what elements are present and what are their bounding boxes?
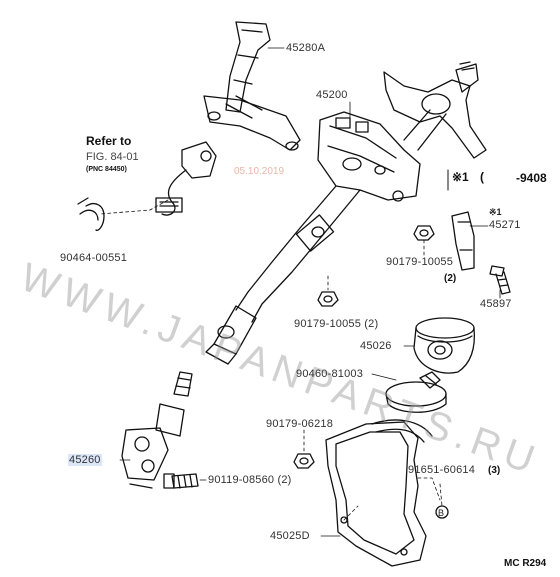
side-note-symbol: ※1: [452, 170, 469, 184]
circle-marker-b: B: [438, 508, 445, 518]
column-upper-bracket-45280a: [203, 21, 301, 151]
part-90460-81003[interactable]: 90460-81003: [296, 368, 364, 380]
cover-marker-symbol: ※1: [489, 207, 502, 217]
reference-pnc: (PNC 84450): [86, 166, 127, 173]
part-45260[interactable]: 45260: [68, 454, 102, 466]
part-91651-60614[interactable]: 91651-60614: [408, 464, 476, 476]
reference-title: Refer to: [86, 134, 132, 148]
turn-signal-switch-reference: [155, 141, 217, 216]
part-90179-06218[interactable]: 90179-06218: [266, 418, 334, 430]
part-90179-10055-mid[interactable]: 90179-10055 (2): [294, 318, 379, 330]
circle-marker-b-ring: [435, 505, 449, 519]
part-45280a[interactable]: 45280A: [286, 42, 326, 54]
date-stamp: 05.10.2019: [234, 166, 285, 177]
part-90119-08560[interactable]: 90119-08560 (2): [208, 474, 292, 486]
side-note-paren: (: [480, 170, 484, 184]
intermediate-shaft: [205, 305, 257, 365]
part-45025d[interactable]: 45025D: [270, 530, 310, 542]
bolt-45897: [489, 265, 511, 295]
nut-90179-06218: [293, 453, 315, 469]
clamp-90464-00551: [77, 197, 105, 232]
corner-code: MC R294: [504, 558, 547, 569]
nut-90179-10055: [317, 225, 435, 307]
steering-column-hole-cover-45025d: [325, 419, 433, 567]
steering-column-45200: [235, 111, 421, 323]
leader-lines: [119, 47, 501, 537]
part-45200[interactable]: 45200: [316, 89, 348, 101]
universal-joint-45260: [121, 371, 193, 489]
band-clamp-90460-81003: [385, 371, 447, 413]
part-90464-00551[interactable]: 90464-00551: [60, 252, 128, 264]
hole-cover-45026: [413, 317, 476, 374]
part-45026[interactable]: 45026: [360, 340, 392, 352]
cover-45271: [451, 211, 475, 271]
reference-figure-link[interactable]: FIG. 84-01: [86, 151, 139, 163]
part-45271[interactable]: 45271: [489, 219, 521, 231]
dashed-leaders: [99, 199, 443, 521]
part-91651-60614-qty: (3): [488, 465, 501, 476]
bolt-90119-08560: [163, 473, 199, 489]
part-45897[interactable]: 45897: [480, 298, 512, 310]
part-90179-10055-right-qty: (2): [444, 273, 457, 284]
part-90179-10055-right[interactable]: 90179-10055: [386, 256, 454, 268]
side-note-range: -9408: [516, 171, 547, 185]
upper-shaft-assembly: [383, 61, 487, 159]
